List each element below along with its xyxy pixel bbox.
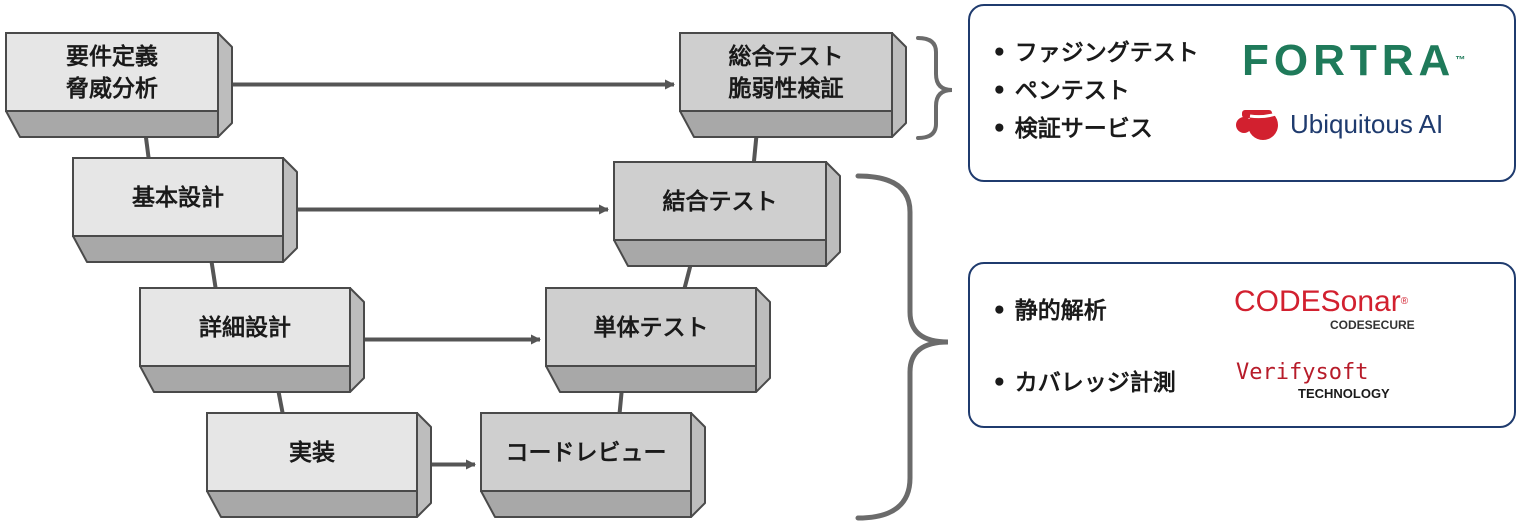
box-system-side xyxy=(891,32,907,138)
box-impl-face xyxy=(206,412,418,492)
brace-top xyxy=(916,36,953,140)
box-basic-label: 基本設計 xyxy=(132,184,224,211)
link-basic-detail xyxy=(209,261,218,289)
panel-analysis-tools: 静的解析 カバレッジ計測 CODESonar® CODESECURE Verif… xyxy=(968,262,1516,428)
panel-test-tools: ファジングテスト ペンテスト 検証サービス FORTRA™ Ubiquitous… xyxy=(968,4,1516,182)
verifysoft-logo: Verifysoft TECHNOLOGY xyxy=(1236,360,1390,402)
fortra-logo-text: FORTRA xyxy=(1242,36,1456,85)
box-basic-bottom xyxy=(72,235,284,263)
box-integ-face xyxy=(613,161,827,241)
brace-layer xyxy=(855,36,953,521)
box-impl: 実装 xyxy=(206,412,432,518)
box-impl-bottom xyxy=(206,490,418,518)
box-unit-face xyxy=(545,287,757,367)
box-integ: 結合テスト xyxy=(613,161,841,267)
box-unit: 単体テスト xyxy=(545,287,771,393)
bullet-fuzzing: ファジングテスト xyxy=(992,34,1199,72)
box-unit-side xyxy=(755,287,771,393)
box-unit-bottom xyxy=(545,365,757,393)
codesecure-logo-text: CODESECURE xyxy=(1330,318,1415,332)
link-unit-integ xyxy=(682,265,693,289)
box-system-face xyxy=(679,32,893,112)
link-detail-impl xyxy=(276,391,285,414)
codesonar-logo-text: CODESonar xyxy=(1234,285,1401,318)
box-unit-label: 単体テスト xyxy=(594,314,709,341)
box-req-face xyxy=(5,32,219,112)
bullet-static-analysis: 静的解析 xyxy=(992,292,1176,330)
box-req-side xyxy=(217,32,233,138)
codesonar-logo: CODESonar® CODESECURE xyxy=(1234,285,1415,333)
box-req-bottom xyxy=(5,110,219,138)
fortra-tm-mark: ™ xyxy=(1455,55,1466,66)
link-review-unit xyxy=(617,391,624,414)
box-req-label: 脅威分析 xyxy=(65,75,158,102)
box-review-side xyxy=(690,412,706,518)
verifysoft-logo-text: Verifysoft xyxy=(1236,360,1369,385)
ubiquitous-ai-logo: Ubiquitous AI xyxy=(1236,104,1443,144)
box-review-bottom xyxy=(480,490,692,518)
box-integ-side xyxy=(825,161,841,267)
bullet-pentest: ペンテスト xyxy=(992,72,1199,110)
bullet-coverage: カバレッジ計測 xyxy=(992,364,1176,402)
codesonar-registered-mark: ® xyxy=(1400,296,1409,307)
analysis-bullets: 静的解析 カバレッジ計測 xyxy=(992,292,1176,402)
box-basic: 基本設計 xyxy=(72,157,298,263)
link-req-basic xyxy=(143,136,151,159)
box-review: コードレビュー xyxy=(480,412,706,518)
box-basic-side xyxy=(282,157,298,263)
bullet-verification-service: 検証サービス xyxy=(992,110,1199,148)
ubiquitous-ai-mark-icon xyxy=(1236,110,1278,140)
connector-layer xyxy=(143,79,759,470)
box-detail-face xyxy=(139,287,351,367)
box-impl-label: 実装 xyxy=(289,439,335,466)
link-integ-system xyxy=(751,136,759,163)
brace-bottom xyxy=(855,173,949,521)
fortra-logo: FORTRA™ xyxy=(1242,36,1465,86)
box-detail-side xyxy=(349,287,365,393)
box-integ-bottom xyxy=(613,239,827,267)
box-integ-label: 結合テスト xyxy=(663,188,778,215)
box-system-label: 総合テスト xyxy=(729,43,844,70)
box-req-label: 要件定義 xyxy=(66,43,158,70)
box-detail: 詳細設計 xyxy=(139,287,365,393)
box-detail-bottom xyxy=(139,365,351,393)
test-bullets: ファジングテスト ペンテスト 検証サービス xyxy=(992,34,1199,148)
verifysoft-technology-text: TECHNOLOGY xyxy=(1298,386,1390,401)
box-review-label: コードレビュー xyxy=(506,440,667,466)
ubiquitous-ai-logo-text: Ubiquitous AI xyxy=(1290,108,1444,139)
box-system-bottom xyxy=(679,110,893,138)
box-basic-face xyxy=(72,157,284,237)
box-impl-side xyxy=(416,412,432,518)
box-detail-label: 詳細設計 xyxy=(199,314,291,341)
box-system-label: 脆弱性検証 xyxy=(728,75,844,102)
box-review-face xyxy=(480,412,692,492)
